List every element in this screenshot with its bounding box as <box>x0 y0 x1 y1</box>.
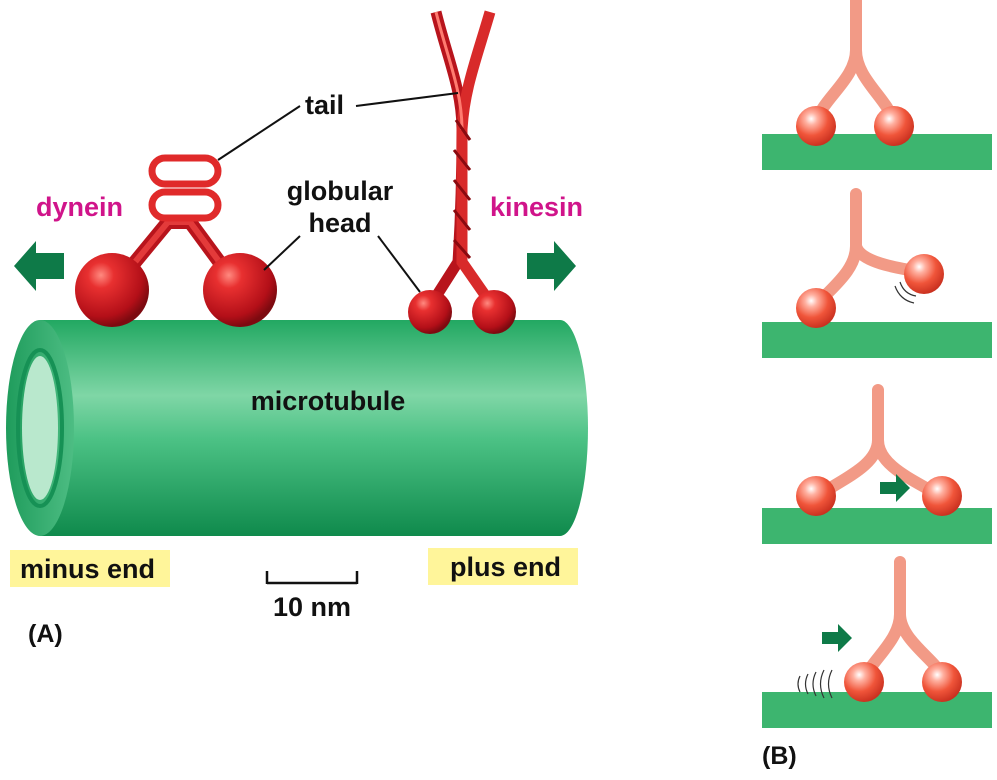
globular-head-label-line1: globular <box>287 176 394 206</box>
kinesin-step-2 <box>762 188 992 358</box>
microtubule-track <box>762 134 992 170</box>
arrow-left-icon <box>14 241 64 291</box>
step-arrow-icon <box>880 474 910 502</box>
motion-lines <box>894 281 917 304</box>
arrow-right-icon <box>527 241 576 291</box>
plus-end-highlight <box>428 548 578 585</box>
step-arrow-icon <box>822 624 852 652</box>
kinesin-head-right <box>472 290 516 334</box>
kinesin-label: kinesin <box>490 192 583 222</box>
panel-a-label: (A) <box>28 620 63 648</box>
globular-head-label-line2: head <box>308 208 371 238</box>
minus-end-highlight <box>10 550 170 587</box>
dynein-tail-ring-upper <box>148 154 222 188</box>
kinesin-step-4 <box>762 556 992 728</box>
kinesin-step-3 <box>762 384 992 544</box>
dynein-head-right <box>203 253 277 327</box>
panel-a: dynein kinesin tail globular head microt… <box>6 10 588 648</box>
microtubule-track <box>762 322 992 358</box>
tail-label: tail <box>305 90 344 120</box>
kinesin-motor <box>408 10 516 334</box>
dynein-motor <box>75 154 277 327</box>
microtubule-label: microtubule <box>251 386 406 416</box>
microtubule-track <box>762 508 992 544</box>
motion-lines <box>797 669 833 699</box>
kinesin-head-left <box>408 290 452 334</box>
scale-bar <box>265 571 359 585</box>
panel-b-label: (B) <box>762 742 797 770</box>
dynein-label: dynein <box>36 192 123 222</box>
dynein-tail-ring-lower <box>148 188 222 222</box>
minus-end-label: minus end <box>20 554 155 584</box>
microtubule-track <box>762 692 992 728</box>
kinesin-step-1 <box>762 0 992 170</box>
plus-end-label: plus end <box>450 552 561 582</box>
panel-b: (B) <box>762 0 992 770</box>
microtubule <box>6 320 588 536</box>
scale-bar-label: 10 nm <box>273 592 351 622</box>
leader-lines <box>217 92 459 293</box>
dynein-head-left <box>75 253 149 327</box>
